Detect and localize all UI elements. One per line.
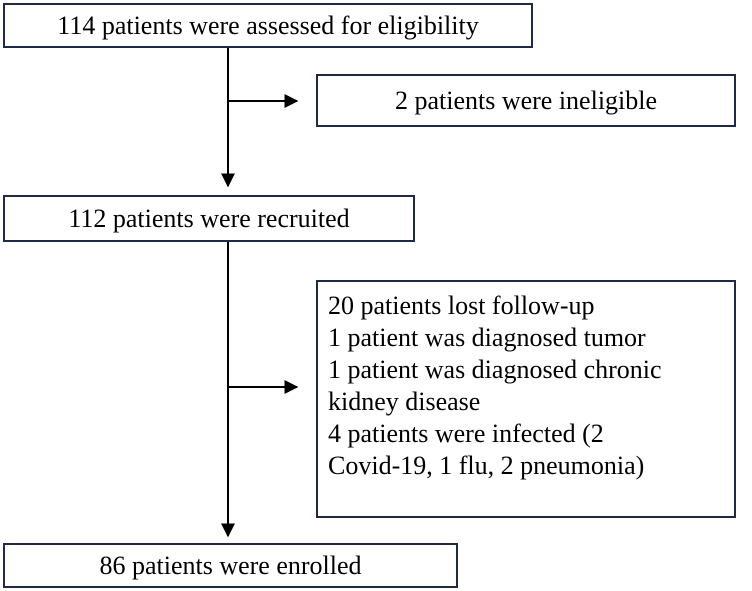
excluded-line: kidney disease xyxy=(328,387,481,416)
recruited-text: 112 patients were recruited xyxy=(68,203,350,233)
ineligible-box: 2 patients were ineligible xyxy=(316,74,736,127)
enrolled-text: 86 patients were enrolled xyxy=(99,550,362,580)
recruited-box: 112 patients were recruited xyxy=(3,195,415,242)
assessed-text: 114 patients were assessed for eligibili… xyxy=(57,10,479,40)
excluded-line: 1 patient was diagnosed tumor xyxy=(328,323,646,352)
ineligible-text: 2 patients were ineligible xyxy=(394,85,658,115)
excluded-line: Covid-19, 1 flu, 2 pneumonia) xyxy=(328,451,645,480)
excluded-line: 4 patients were infected (2 xyxy=(328,419,604,448)
assessed-box: 114 patients were assessed for eligibili… xyxy=(3,3,533,48)
excluded-line: 1 patient was diagnosed chronic xyxy=(328,355,662,384)
enrolled-box: 86 patients were enrolled xyxy=(3,543,458,588)
excluded-box: 20 patients lost follow-up 1 patient was… xyxy=(316,280,736,518)
excluded-line: 20 patients lost follow-up xyxy=(328,291,595,320)
